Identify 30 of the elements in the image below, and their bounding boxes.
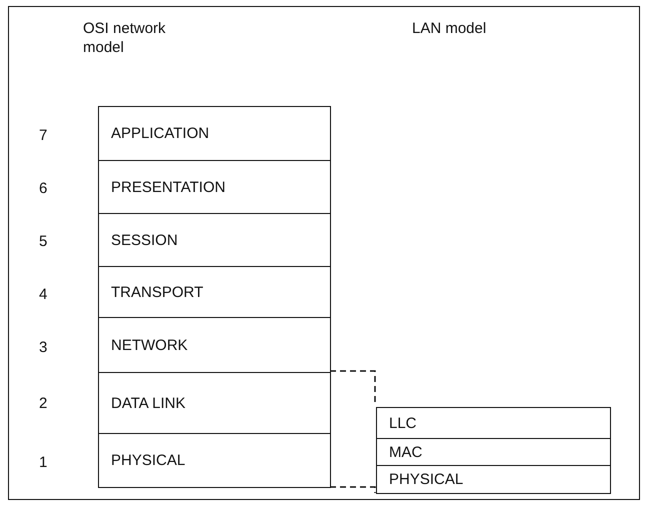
layer-box (376, 407, 611, 439)
layer-name: PRESENTATION (111, 178, 226, 196)
layer-number: 3 (39, 338, 48, 357)
layer-number: 1 (39, 453, 48, 472)
layer-name: DATA LINK (111, 394, 186, 412)
layer-box (98, 372, 331, 434)
layer-name: NETWORK (111, 336, 188, 354)
layer-box (98, 213, 331, 267)
layer-number: 4 (39, 285, 48, 304)
layer-number: 2 (39, 394, 48, 413)
model-heading: LAN model (412, 19, 488, 38)
model-heading: OSI network model (83, 19, 167, 57)
dashed-connector (330, 486, 376, 493)
layer-name: MAC (389, 444, 422, 460)
layer-box (98, 266, 331, 318)
layer-name: APPLICATION (111, 125, 210, 142)
layer-name: PHYSICAL (111, 452, 186, 469)
layer-number: 6 (39, 179, 48, 198)
layer-name: PHYSICAL (389, 471, 464, 488)
layer-name: TRANSPORT (111, 284, 204, 300)
layer-number: 7 (39, 126, 48, 145)
layer-box (98, 317, 331, 373)
layer-box (98, 160, 331, 214)
layer-name: LLC (389, 414, 417, 432)
layer-name: SESSION (111, 232, 178, 248)
layer-box (376, 465, 611, 494)
layer-box (376, 438, 611, 466)
layer-box (98, 433, 331, 488)
layer-number: 5 (39, 232, 48, 251)
layer-box (98, 106, 331, 161)
